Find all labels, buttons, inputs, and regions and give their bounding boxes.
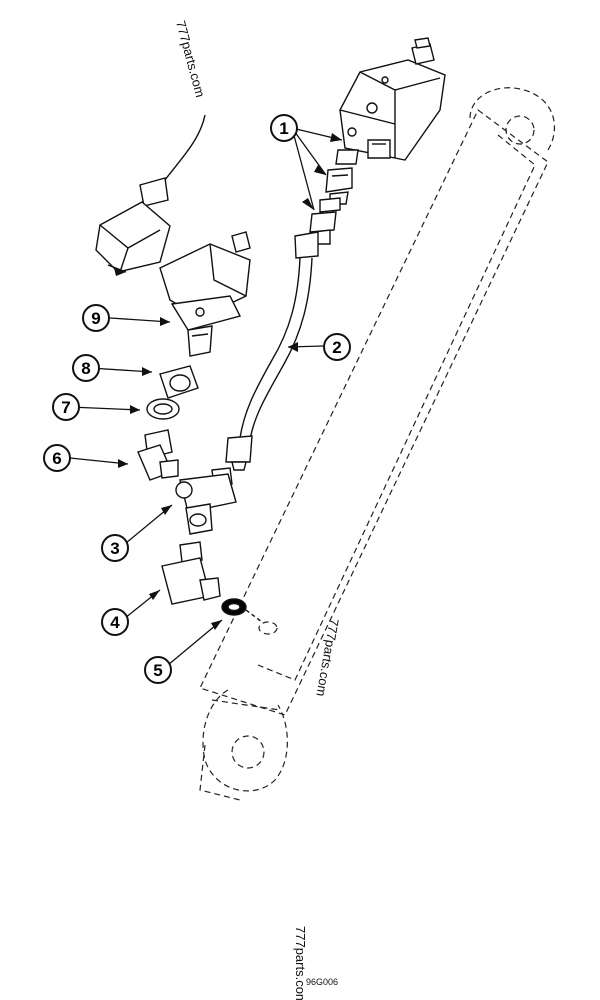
elbow-fitting xyxy=(137,429,179,481)
figure-code: 96G006 xyxy=(306,977,338,987)
callout-3: 3 xyxy=(101,534,129,562)
watermark-middle: 777parts.com xyxy=(313,617,341,697)
callout-label: 3 xyxy=(110,539,119,558)
seal-ring xyxy=(146,398,180,420)
callout-label: 7 xyxy=(61,398,70,417)
watermark-bottom: 777parts.com xyxy=(293,926,308,1000)
watermark-top: 777parts.com xyxy=(173,19,208,99)
callout-8: 8 xyxy=(72,354,100,382)
callout-2: 2 xyxy=(323,333,351,361)
callout-6: 6 xyxy=(43,444,71,472)
o-ring xyxy=(221,598,263,623)
callout-1: 1 xyxy=(270,114,298,142)
nut xyxy=(159,365,199,399)
valve-block xyxy=(339,37,446,161)
hydraulic-cylinder-outline xyxy=(199,87,556,801)
callout-label: 9 xyxy=(91,309,100,328)
leader-lines xyxy=(69,127,343,671)
callout-label: 8 xyxy=(81,359,90,378)
tee-fitting xyxy=(175,467,237,535)
elbow-adapter xyxy=(161,541,221,605)
adapter-fitting-upper xyxy=(325,149,359,205)
callout-4: 4 xyxy=(101,608,129,636)
callout-label: 5 xyxy=(153,661,162,680)
hose-assembly xyxy=(225,231,319,471)
callout-label: 6 xyxy=(52,449,61,468)
callout-label: 1 xyxy=(279,119,288,138)
arrowheads xyxy=(114,133,342,630)
pressure-switch xyxy=(95,114,251,357)
callout-label: 2 xyxy=(332,338,341,357)
callout-label: 4 xyxy=(110,613,120,632)
callout-5: 5 xyxy=(144,656,172,684)
callout-7: 7 xyxy=(52,393,80,421)
adapter-fitting-lower xyxy=(309,197,341,245)
callout-9: 9 xyxy=(82,304,110,332)
